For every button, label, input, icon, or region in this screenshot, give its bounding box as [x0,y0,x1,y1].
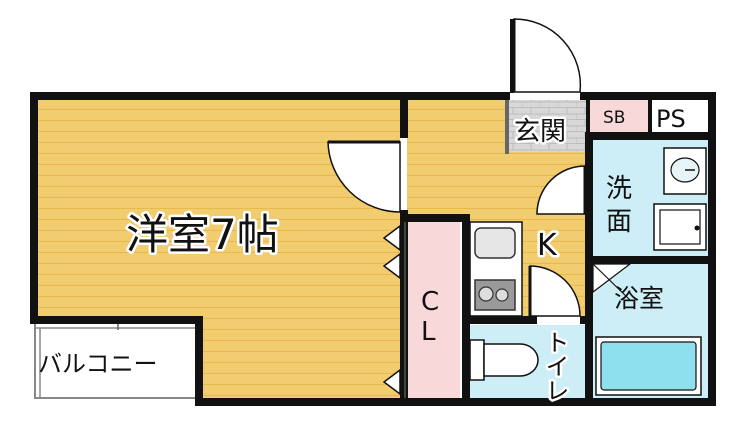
balcony-label: バルコニー [38,350,158,378]
bathtub-icon [595,336,702,396]
western-room-label: 洋室7帖 [126,210,279,259]
entrance-door [510,18,582,93]
sb-label: SB [603,108,625,128]
washroom-label-2: 面 [606,207,632,237]
closet-folding-doors [382,224,401,396]
toilet-door [528,265,581,317]
washing-machine-icon [653,203,707,251]
washroom-label-1: 洗 [606,174,632,204]
toilet-icon [469,339,539,381]
ps-label: PS [656,105,686,133]
ps-floor [652,100,702,132]
kitchen-label: K [537,228,558,263]
closet-label-1: C [421,287,439,317]
bathroom-door [592,263,632,301]
washroom-door [536,165,587,215]
entrance-label: 玄関 [514,117,566,147]
bathroom-label: 浴室 [614,284,664,313]
wash-basin-icon [663,147,707,195]
walls [30,92,716,406]
closet-floor [405,222,460,398]
closet-label-2: L [421,317,436,347]
toilet-label: トイレ [541,330,569,402]
sb-ps-divider [648,100,652,132]
entrance-edge [505,100,509,154]
kitchen-counter [469,221,523,317]
entrance-floor [509,100,587,152]
room-door [327,140,401,213]
sink-icon [474,227,516,259]
sb-left-divider [586,100,590,132]
sb-floor [590,100,648,132]
